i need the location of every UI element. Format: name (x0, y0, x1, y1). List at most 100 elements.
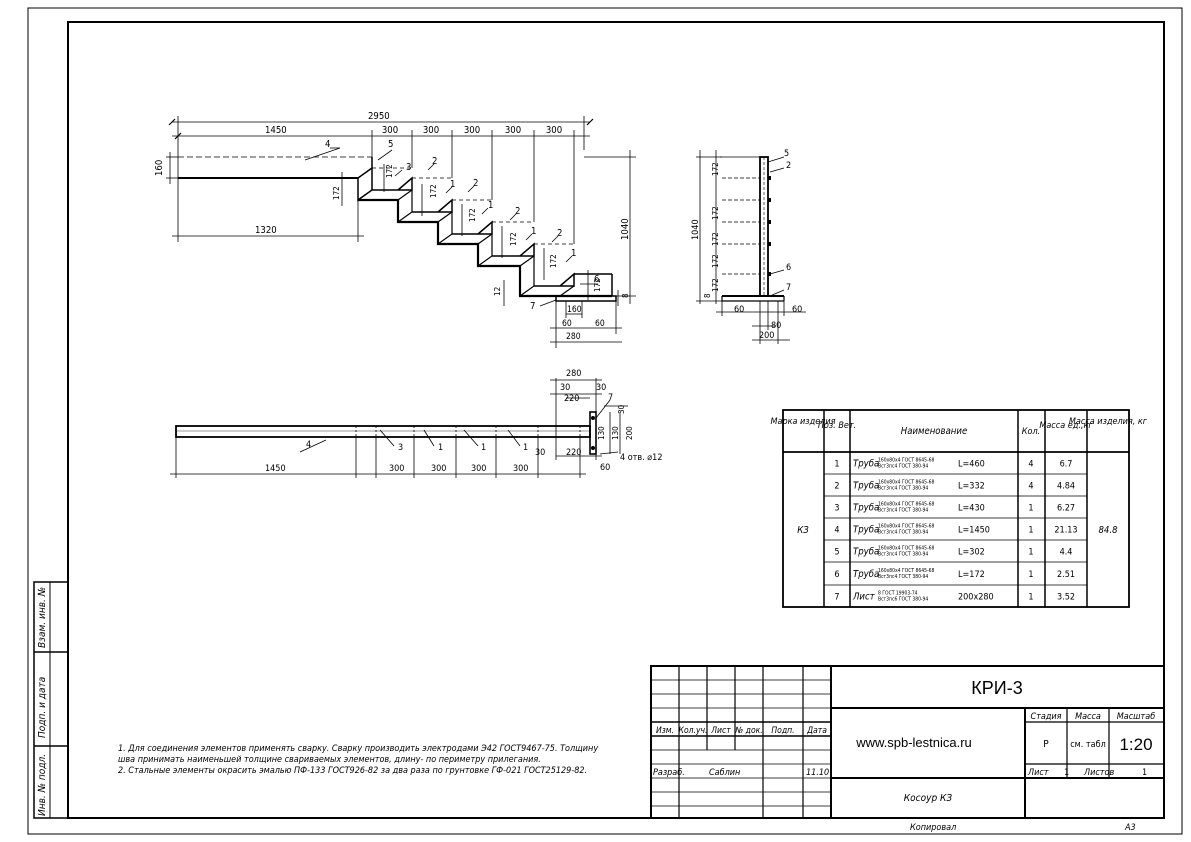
plan-dim-30-b: 30 (596, 383, 606, 393)
plan-dim-220-top: 220 (564, 394, 579, 404)
spec-row-std-2: Вст3пс4 ГОСТ 380-94 (878, 552, 928, 558)
tb-hdr-izm: Изм. (656, 726, 674, 736)
spec-row-pos: 2 (834, 482, 839, 492)
spec-header-mark: Марка изделия (771, 417, 836, 427)
plan-dim-200: 200 (625, 426, 634, 440)
drawing-code: КРИ-3 (971, 678, 1022, 698)
spec-row-pos: 7 (834, 593, 839, 603)
dim-step-5: 300 (546, 125, 562, 136)
side-dim-172-1: 172 (711, 162, 720, 176)
plan-mark-7: 7 (608, 393, 613, 403)
plan-dim-1450: 1450 (265, 464, 286, 474)
side-dim-200: 200 (759, 331, 774, 341)
spec-row-std-1: 160х80х4 ГОСТ 8645-68 (878, 480, 934, 486)
plan-dim-30-c: 30 (617, 404, 626, 414)
side-dim-172-3: 172 (711, 232, 720, 246)
mark-5: 5 (388, 139, 393, 150)
plan-dim-60: 60 (600, 463, 610, 473)
spec-row-length: L=332 (958, 482, 985, 492)
plan-dim-130: 130 (611, 426, 620, 440)
website-text: www.spb-lestnica.ru (855, 735, 972, 750)
dim-160-left: 160 (154, 160, 165, 176)
side-dim-172-2: 172 (711, 206, 720, 220)
mark-2c: 2 (515, 206, 520, 217)
plan-mark-3: 3 (398, 443, 403, 453)
plan-mark-1b: 1 (481, 443, 486, 453)
razrab-date: 11.10 (806, 768, 829, 778)
spec-row-mass: 6.7 (1060, 460, 1073, 470)
outer-frame (27, 7, 1183, 835)
mark-2d: 2 (557, 228, 562, 239)
sheets-label: Листов (1083, 768, 1114, 778)
mass-label: Масса (1075, 712, 1101, 722)
plan-dim-280: 280 (566, 369, 581, 379)
dim-2950: 2950 (368, 111, 390, 122)
plan-dim-300-4: 300 (513, 464, 528, 474)
mark-7: 7 (530, 301, 535, 312)
spec-row-name: Труба (853, 525, 879, 536)
title-block (650, 665, 1165, 819)
mark-1a: 1 (450, 179, 455, 190)
spec-row-std-1: 160х80х4 ГОСТ 8645-68 (878, 458, 934, 464)
spec-row-std-1: 160х80х4 ГОСТ 8645-68 (878, 524, 934, 530)
mark-4: 4 (325, 139, 330, 150)
spec-row-pos: 5 (834, 548, 839, 558)
mass-value: см. табл (1070, 739, 1106, 750)
spec-mark: КЗ (797, 525, 809, 536)
tb-hdr-podp: Подп. (771, 726, 794, 736)
tb-hdr-doc: № док. (734, 726, 762, 736)
stringer-elevation (166, 116, 636, 348)
spec-total-mass: 84.8 (1098, 525, 1118, 536)
spec-row-mass: 2.51 (1057, 570, 1075, 580)
side-dim-172-5: 172 (711, 278, 720, 292)
part-name: Косоур КЗ (904, 793, 953, 804)
plan-mark-1c: 1 (523, 443, 528, 453)
dim-172-f: 172 (549, 254, 558, 268)
spec-row-mass: 4.84 (1057, 482, 1075, 492)
spec-row-qty: 4 (1028, 482, 1033, 492)
side-mark-5: 5 (784, 149, 789, 159)
stage-value: Р (1043, 739, 1049, 750)
spec-row-std-2: Вст3пс4 ГОСТ 380-94 (878, 486, 928, 492)
notes: 1. Для соединения элементов применять св… (118, 744, 598, 776)
dim-280: 280 (566, 332, 581, 342)
spec-row-mass: 4.4 (1060, 548, 1073, 558)
side-dim-60-a: 60 (734, 305, 744, 315)
side-label-podp: Подп. и дата (37, 677, 48, 738)
plan-mark-1a: 1 (438, 443, 443, 453)
spec-row-std-2: Вст3пс4 ГОСТ 380-94 (878, 464, 928, 470)
mark-1c: 1 (531, 226, 536, 237)
dim-1320: 1320 (255, 225, 277, 236)
spec-row-name: Лист (852, 592, 876, 603)
dim-1450: 1450 (265, 125, 287, 136)
dim-172-a: 172 (332, 186, 341, 200)
dim-172-b: 172 (385, 164, 394, 178)
spec-row-length: L=430 (958, 504, 985, 514)
spec-row-pos: 3 (834, 504, 839, 514)
scale-value: 1:20 (1119, 735, 1152, 754)
note-line-1: 1. Для соединения элементов применять св… (118, 744, 598, 754)
plan-mark-4: 4 (306, 440, 311, 450)
dim-step-4: 300 (505, 125, 521, 136)
dim-12: 12 (493, 287, 502, 296)
plan-dim-30-d: 30 (535, 448, 545, 458)
dim-60-b: 60 (595, 319, 605, 329)
spec-row-std-1: 160х80х4 ГОСТ 8645-68 (878, 502, 934, 508)
spec-header-mass-total: Масса изделия, кг (1069, 417, 1148, 427)
spec-row-name: Труба (853, 481, 879, 492)
stage-label: Стадия (1030, 712, 1061, 722)
dim-step-1: 300 (382, 125, 398, 136)
spec-header-pos: Поз. Вет. (818, 421, 856, 431)
sheets-num: 1 (1142, 768, 1147, 778)
note-line-3: 2. Стальные элементы окрасить эмалью ПФ-… (118, 766, 587, 776)
side-dim-172-4: 172 (711, 254, 720, 268)
spec-row-length: 200х280 (958, 593, 994, 603)
spec-row-length: L=460 (958, 460, 985, 470)
sheet-num: 1 (1064, 768, 1069, 778)
plan-dim-220-bot: 220 (566, 448, 581, 458)
spec-row-name: Труба (853, 459, 879, 470)
mark-6: 6 (594, 274, 599, 285)
dim-172-g: 172 (593, 278, 602, 292)
